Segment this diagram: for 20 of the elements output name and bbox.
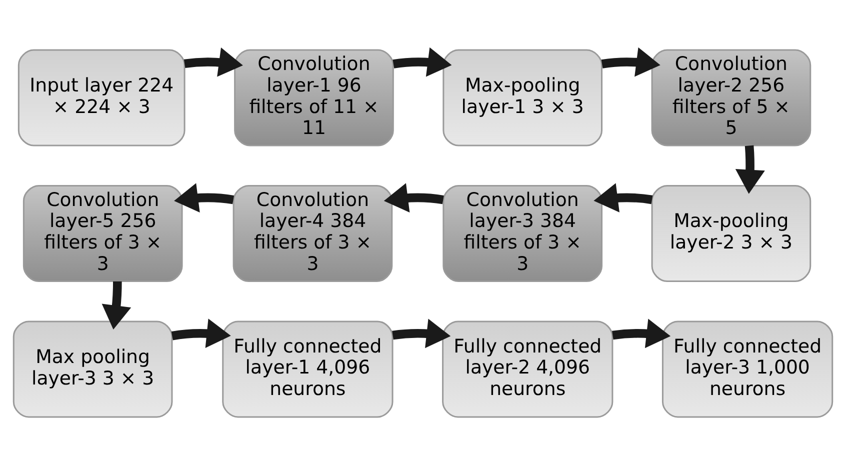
node-box: Max pooling layer-3 3 × 3: [12, 320, 173, 418]
arrow: [102, 280, 132, 330]
node-box: Fully connected layer-2 4,096 neurons: [442, 320, 614, 418]
arrow: [735, 144, 765, 194]
node-box: Input layer 224 × 224 × 3: [18, 48, 186, 146]
node-box: Convolution layer-5 256 filters of 3 × 3: [22, 184, 183, 282]
node-box: Convolution layer-4 384 filters of 3 × 3: [232, 184, 393, 282]
arrow: [171, 318, 231, 348]
node-box: Max-pooling layer-2 3 × 3: [651, 184, 812, 282]
arrow: [392, 46, 452, 76]
arrow: [594, 182, 653, 212]
node-box: Convolution layer-1 96 filters of 11 × 11: [234, 48, 394, 146]
node-box: Fully connected layer-1 4,096 neurons: [222, 320, 394, 418]
node-box: Fully connected layer-3 1,000 neurons: [662, 320, 834, 418]
arrow: [184, 47, 243, 76]
arrow: [392, 318, 451, 348]
node-box: Convolution layer-3 384 filters of 3 × 3: [442, 184, 603, 282]
node-box: Convolution layer-2 256 filters of 5 × 5: [651, 48, 812, 146]
arrow: [174, 182, 234, 212]
node-box: Max-pooling layer-1 3 × 3: [442, 48, 603, 146]
